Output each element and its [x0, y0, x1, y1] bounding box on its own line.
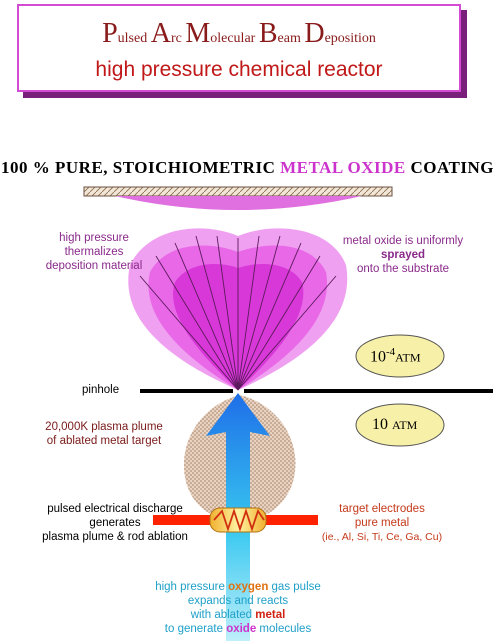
low-pressure-ellipse: [355, 334, 445, 378]
title-line-1: Pulsed Arc Molecular Beam Deposition: [19, 18, 459, 50]
high-pressure-unit: ATM: [392, 418, 418, 432]
title-word-arc: rc: [170, 31, 186, 46]
gas-oxygen-word: oxygen: [228, 581, 269, 593]
gas-line-3: with ablated metal: [190, 609, 286, 621]
high-pressure-label: 10 ATM: [372, 416, 417, 434]
title-initial-a: A: [150, 18, 171, 49]
gas-label: high pressure oxygen gas pulse expands a…: [98, 580, 378, 636]
substrate: [83, 186, 393, 197]
title-initial-d: D: [304, 18, 325, 49]
electrode-tips: [209, 507, 267, 533]
high-pressure-value: 10: [372, 416, 388, 433]
discharge-label: pulsed electrical discharge generates pl…: [20, 502, 210, 544]
discharge-line-1: pulsed electrical discharge: [47, 503, 183, 515]
thermalizes-line-2: thermalizes: [64, 246, 124, 258]
title-initial-b: B: [258, 18, 278, 49]
title-box: Pulsed Arc Molecular Beam Deposition hig…: [17, 4, 461, 92]
gas-line-4: to generate oxide molecules: [164, 623, 312, 635]
electrodes-line-1: target electrodes: [339, 503, 425, 515]
discharge-line-3: plasma plume & rod ablation: [42, 531, 188, 543]
high-pressure-ellipse: [355, 403, 445, 447]
sprayed-line-3: onto the substrate: [356, 263, 450, 275]
headline-accent: METAL OXIDE: [280, 158, 406, 177]
low-pressure-unit: ATM: [395, 350, 421, 365]
title-word-molecular: olecular: [210, 31, 259, 46]
headline: 100 % PURE, STOICHIOMETRIC METAL OXIDE C…: [0, 158, 495, 178]
thermalizes-label: high pressure thermalizes deposition mat…: [14, 231, 174, 273]
headline-suffix: COATING: [405, 158, 494, 177]
arc-discharge: [213, 508, 265, 532]
title-word-pulsed: ulsed: [117, 31, 151, 46]
discharge-line-2: generates: [89, 517, 141, 529]
electrodes-line-2: pure metal: [354, 517, 410, 529]
thermalizes-line-1: high pressure: [59, 232, 129, 244]
title-word-deposition: eposition: [324, 31, 376, 46]
plasma-plume-label: 20,000K plasma plume of ablated metal ta…: [34, 420, 174, 448]
plume-line-1: 20,000K plasma plume: [45, 421, 163, 433]
gas-line-1: high pressure oxygen gas pulse: [155, 581, 321, 593]
pinhole-label: pinhole: [82, 384, 120, 396]
gas-line-2: expands and reacts: [187, 595, 289, 607]
gas-metal-word: metal: [255, 609, 286, 621]
gas-oxide-word: oxide: [226, 623, 257, 635]
title-initial-p: P: [102, 18, 118, 49]
title-word-beam: eam: [277, 31, 305, 46]
headline-prefix: 100 % PURE, STOICHIOMETRIC: [1, 158, 281, 177]
low-pressure-exponent: -4: [386, 346, 396, 358]
sprayed-line-2: sprayed: [380, 249, 426, 261]
title-initial-m: M: [185, 18, 211, 49]
low-pressure-base: 10: [370, 348, 386, 366]
thermalizes-line-3: deposition material: [45, 260, 143, 272]
low-pressure-label: 10-4ATM: [370, 346, 421, 366]
deposition-plume: [128, 228, 348, 391]
electrodes-line-3: (ie., Al, Si, Ti, Ce, Ga, Cu): [321, 531, 443, 543]
plume-line-2: of ablated metal target: [46, 435, 162, 447]
title-line-2: high pressure chemical reactor: [95, 58, 383, 81]
sprayed-line-1: metal oxide is uniformly: [342, 235, 464, 247]
electrodes-label: target electrodes pure metal (ie., Al, S…: [282, 502, 482, 544]
metal-oxide-coating: [115, 196, 362, 210]
sprayed-label: metal oxide is uniformly sprayed onto th…: [318, 234, 488, 276]
